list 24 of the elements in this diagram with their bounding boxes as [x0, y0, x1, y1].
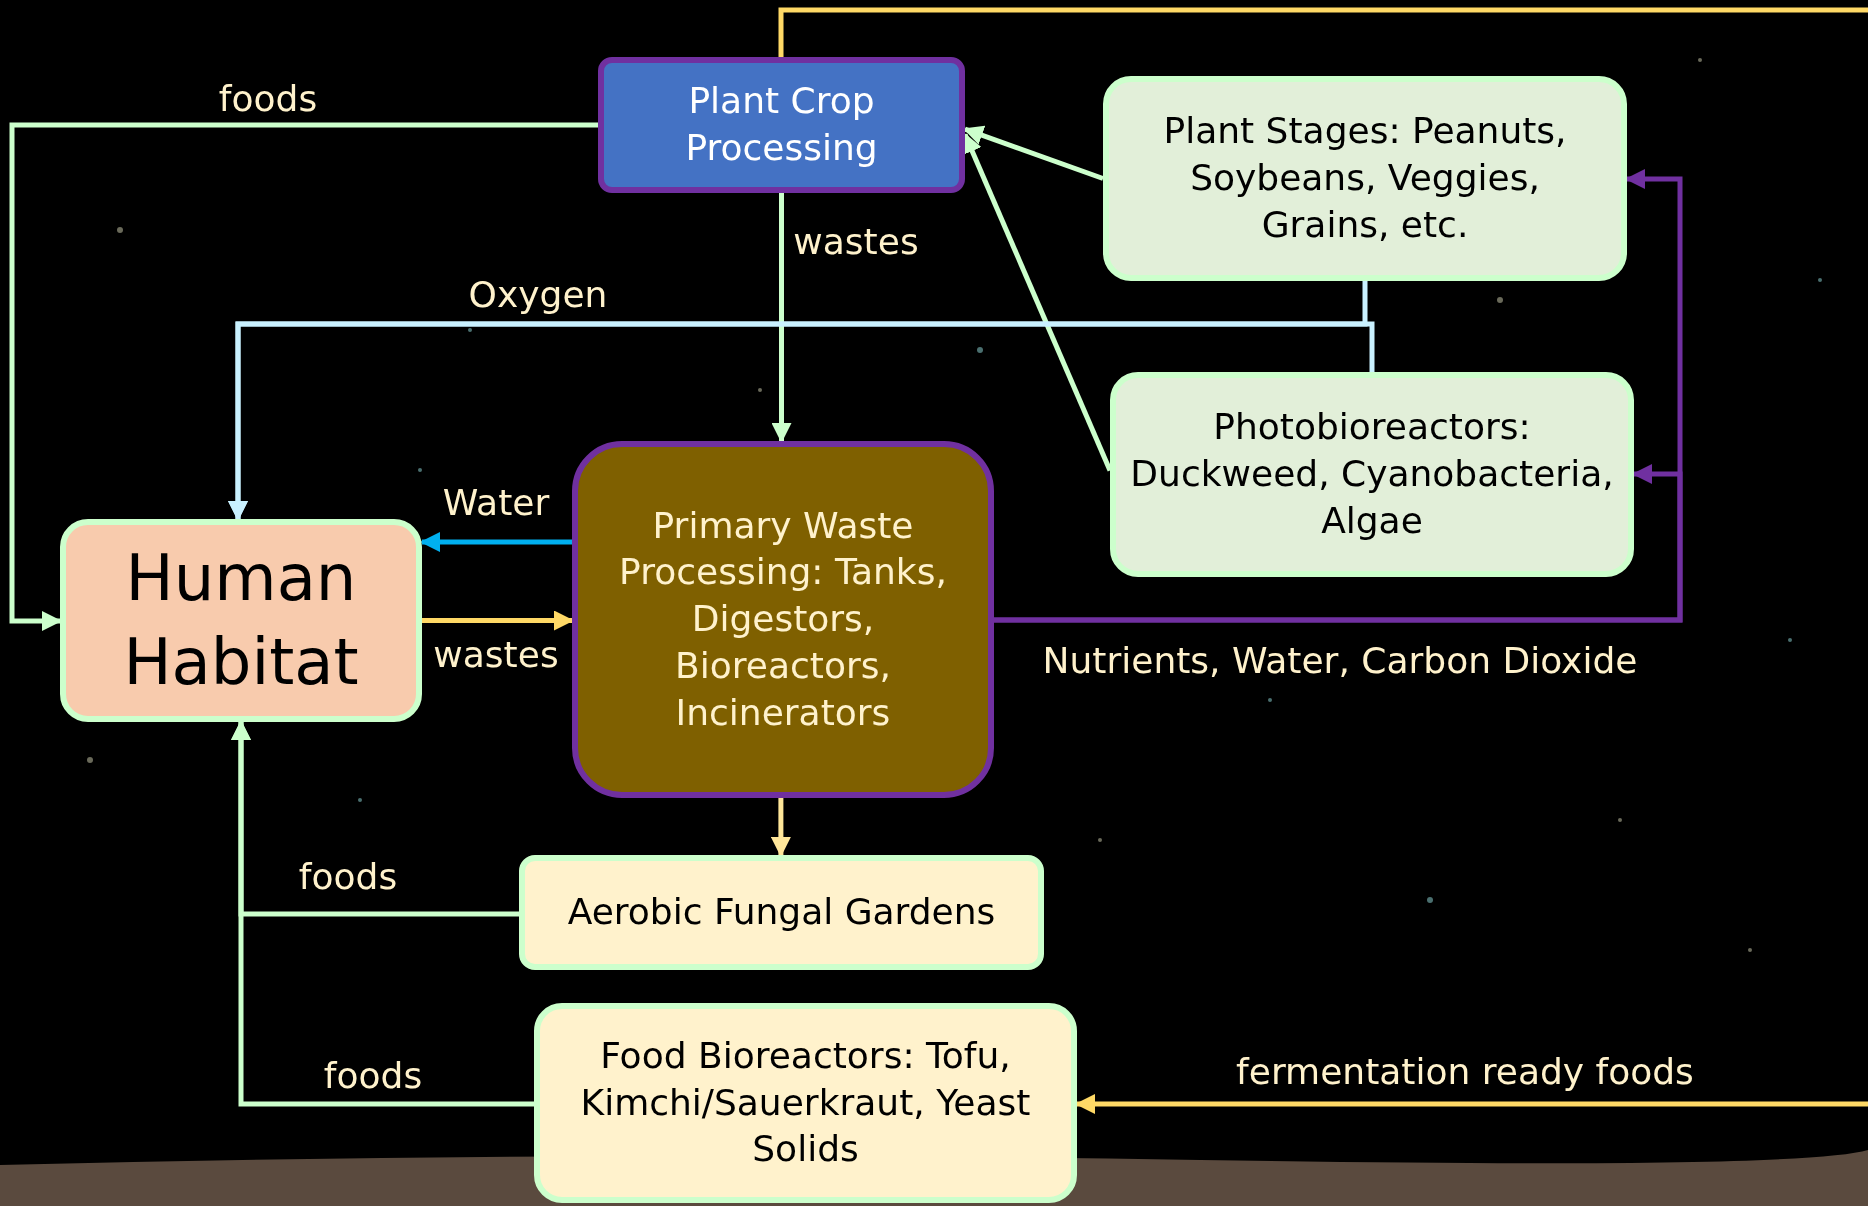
arrow [422, 610, 574, 631]
arrow [771, 193, 792, 443]
arrow [231, 720, 534, 1107]
box-label: Aerobic Fungal Gardens [567, 890, 996, 935]
box-label: Plant Crop Processing [684, 79, 879, 170]
box-label: Plant Stages: Peanuts, Soybeans, Veggies, Grains, etc. [1162, 109, 1568, 247]
process-box [519, 855, 1044, 970]
process-box [1110, 372, 1634, 577]
arrow [963, 125, 1104, 181]
arrow [778, 7, 1868, 1114]
box-label: Photobioreactors: Duckweed, Cyanobacteria, Algae [1130, 405, 1614, 543]
box-label: Human Habitat [122, 540, 360, 701]
arrow [420, 532, 572, 553]
arrow [228, 321, 1375, 521]
arrow [770, 798, 791, 857]
arrow [994, 464, 1683, 623]
box-label: Primary Waste Processing: Tanks, Digestors, Bioreactors, Incinerators [618, 503, 948, 735]
box-label: Food Bioreactors: Tofu, Kimchi/Sauerkraut, Yeast Solids [579, 1033, 1032, 1172]
process-box [60, 519, 422, 722]
arrow [9, 122, 598, 631]
process-box [598, 57, 965, 193]
process-box [572, 441, 994, 798]
process-box [1103, 76, 1627, 281]
process-box [534, 1003, 1077, 1203]
